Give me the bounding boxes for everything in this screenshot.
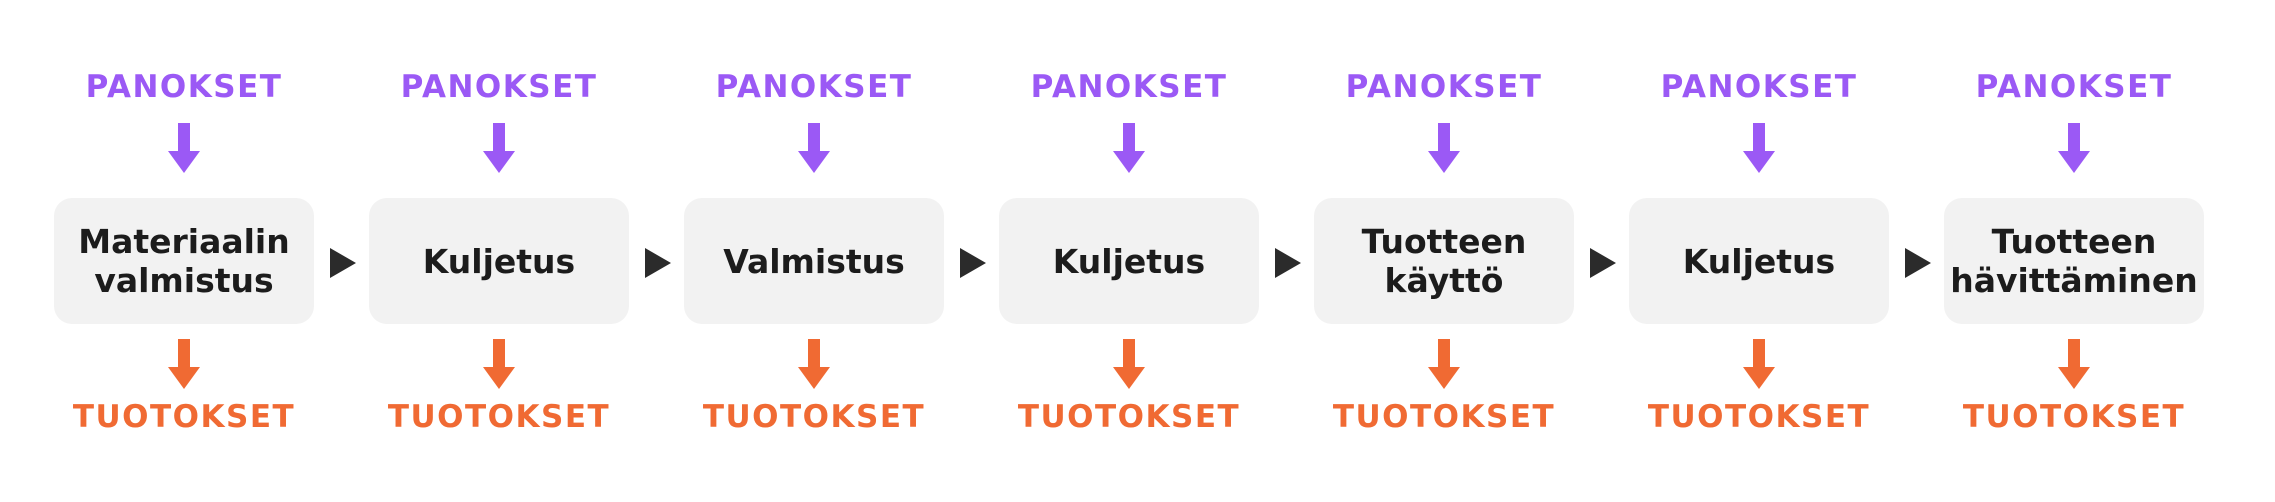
input-label: PANOKSET [715, 69, 913, 105]
arrow-down-icon [1113, 339, 1145, 389]
arrow-down-icon [2058, 339, 2090, 389]
process-title: Materiaalin valmistus [78, 222, 290, 300]
process-box: Valmistus [684, 198, 944, 324]
arrow-down-icon [1743, 123, 1775, 173]
input-label: PANOKSET [1660, 69, 1858, 105]
arrow-down-icon [168, 339, 200, 389]
arrow-down-icon [483, 123, 515, 173]
process-box: Kuljetus [999, 198, 1259, 324]
output-label: TUOTOKSET [1647, 399, 1871, 435]
output-label: TUOTOKSET [1332, 399, 1556, 435]
process-title: Tuotteen käyttö [1361, 222, 1527, 300]
process-title: Kuljetus [1052, 241, 1206, 281]
arrow-down-icon [798, 123, 830, 173]
process-title: Tuotteen hävittäminen [1950, 222, 2198, 300]
process-box: Kuljetus [369, 198, 629, 324]
input-label: PANOKSET [1345, 69, 1543, 105]
arrow-down-icon [1428, 123, 1460, 173]
process-box: Tuotteen hävittäminen [1944, 198, 2204, 324]
process-box: Kuljetus [1629, 198, 1889, 324]
arrow-down-icon [1743, 339, 1775, 389]
process-title: Valmistus [723, 241, 905, 281]
process-box: Materiaalin valmistus [54, 198, 314, 324]
arrow-down-icon [168, 123, 200, 173]
output-label: TUOTOKSET [702, 399, 926, 435]
triangle-right-icon [330, 248, 356, 278]
triangle-right-icon [645, 248, 671, 278]
arrow-down-icon [2058, 123, 2090, 173]
triangle-right-icon [1905, 248, 1931, 278]
triangle-right-icon [960, 248, 986, 278]
triangle-right-icon [1590, 248, 1616, 278]
arrow-down-icon [1113, 123, 1145, 173]
input-label: PANOKSET [85, 69, 283, 105]
arrow-down-icon [1428, 339, 1460, 389]
output-label: TUOTOKSET [72, 399, 296, 435]
arrow-down-icon [483, 339, 515, 389]
input-label: PANOKSET [400, 69, 598, 105]
output-label: TUOTOKSET [387, 399, 611, 435]
output-label: TUOTOKSET [1017, 399, 1241, 435]
process-title: Kuljetus [1682, 241, 1836, 281]
process-title: Kuljetus [422, 241, 576, 281]
input-label: PANOKSET [1030, 69, 1228, 105]
output-label: TUOTOKSET [1962, 399, 2186, 435]
input-label: PANOKSET [1975, 69, 2173, 105]
process-box: Tuotteen käyttö [1314, 198, 1574, 324]
arrow-down-icon [798, 339, 830, 389]
triangle-right-icon [1275, 248, 1301, 278]
